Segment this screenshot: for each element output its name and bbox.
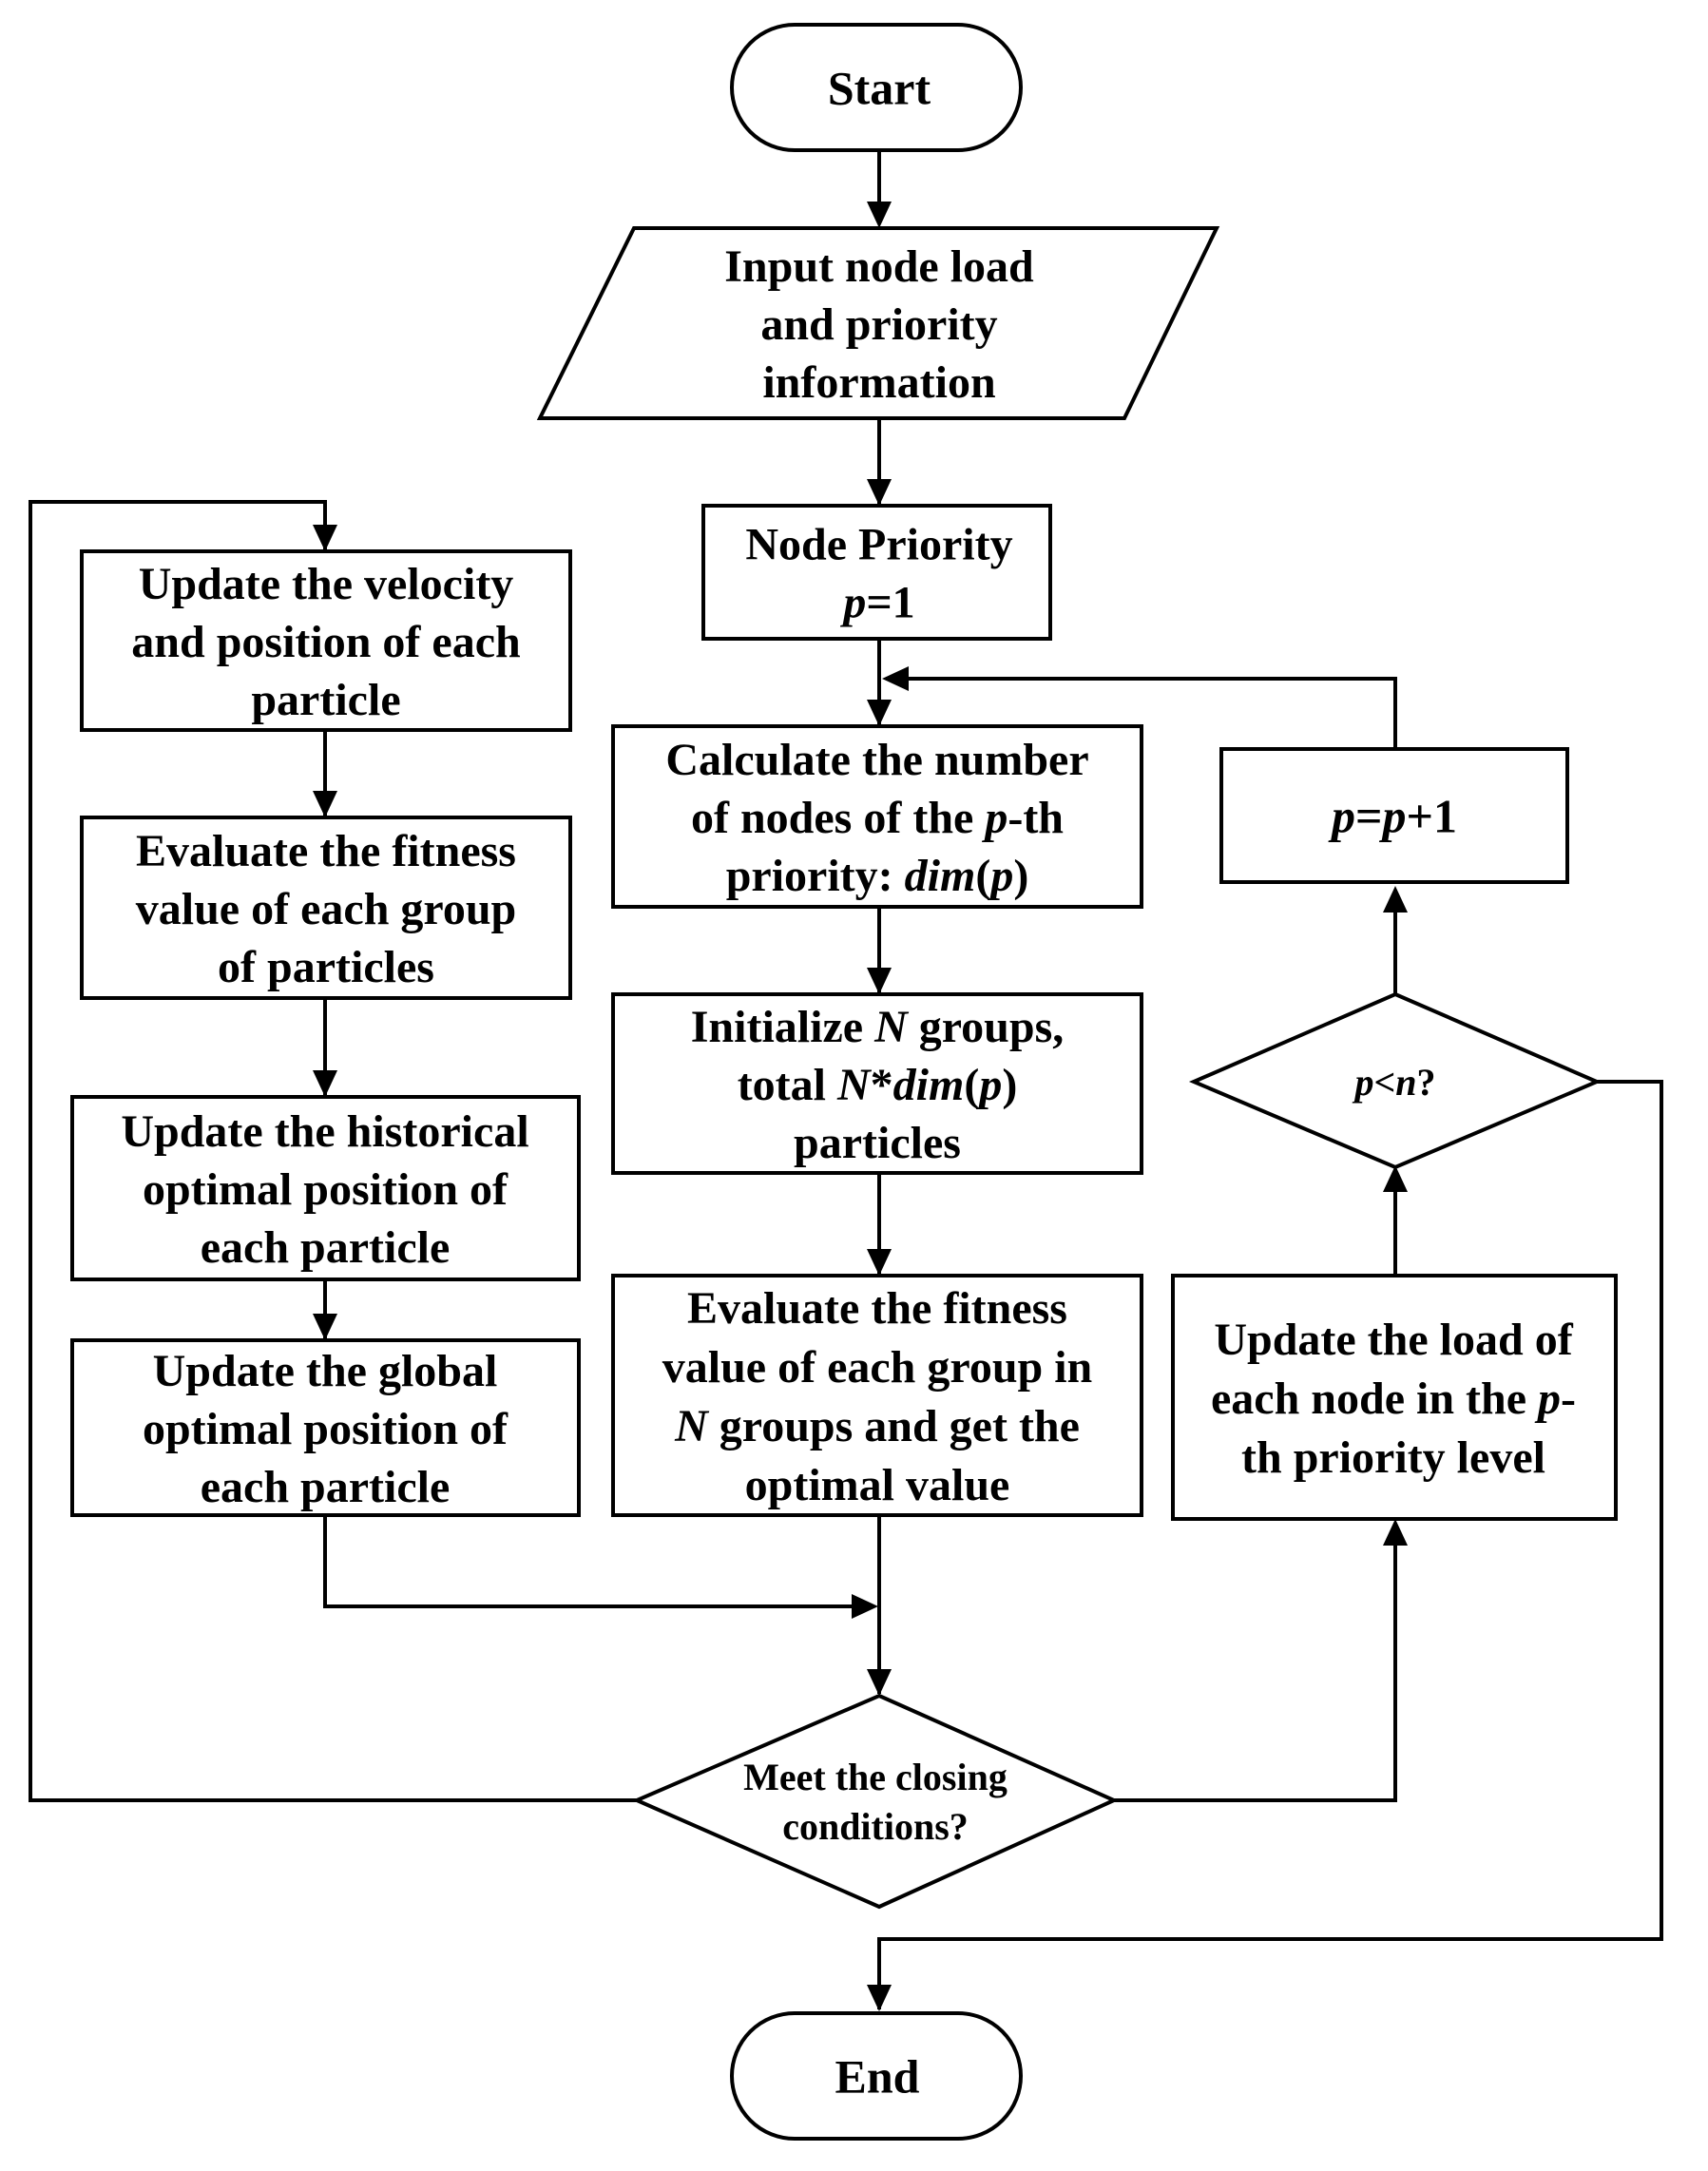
closing-label-line: conditions? <box>782 1805 969 1848</box>
update-load-label-line: th priority level <box>1241 1432 1545 1483</box>
calc-box <box>611 724 1143 909</box>
priority-box <box>701 504 1052 641</box>
update-velocity-label-line: Update the velocity <box>139 559 514 609</box>
init-box <box>611 992 1143 1175</box>
update-velocity-box <box>80 549 572 732</box>
init-label-line: total N*dim(p) <box>738 1060 1018 1110</box>
init-label-line: Initialize N groups, <box>691 1002 1065 1052</box>
eval-particles-label-line: of particles <box>218 942 434 992</box>
arrowheads <box>313 202 1408 2011</box>
arrowhead-input-priority <box>867 479 892 506</box>
edge-increment-loop <box>886 677 1397 749</box>
update-load-box <box>1171 1274 1618 1521</box>
eval-particles-box <box>80 816 572 1000</box>
edge-global-merge <box>323 1515 873 1608</box>
eval-groups-label-line: N groups and get the <box>674 1401 1080 1451</box>
eval-groups-label-line: Evaluate the fitness <box>687 1283 1067 1334</box>
eval-groups-label-line: value of each group in <box>662 1342 1092 1393</box>
calc-label-line: of nodes of the p-th <box>691 793 1064 843</box>
arrowhead-calc-init <box>867 968 892 994</box>
edge-closing-updateload <box>1114 1523 1397 1802</box>
calc-label-line: Calculate the number <box>665 735 1088 785</box>
arrowhead-increment-loop <box>882 666 909 691</box>
input-label-line: information <box>762 357 995 408</box>
start-label-line: Start <box>828 62 931 115</box>
eval-groups-box <box>611 1274 1143 1517</box>
arrowhead-evalp-historical <box>313 1070 337 1097</box>
input-label-line: Input node load <box>724 241 1034 292</box>
increment-label-line: p=p+1 <box>1328 790 1457 843</box>
closing-label-line: Meet the closing <box>743 1756 1008 1798</box>
update-global-box <box>70 1338 581 1517</box>
arrowhead-priority-calc <box>867 700 892 726</box>
arrowhead-pless-increment <box>1383 886 1408 913</box>
priority-label-line: Node Priority <box>745 519 1012 569</box>
input-parallelogram <box>536 226 1220 420</box>
update-global-label-line: optimal position of <box>143 1404 509 1454</box>
arrowhead-loop-velocity <box>313 525 337 551</box>
eval-particles-label-line: value of each group <box>136 884 516 934</box>
end-terminal <box>730 2011 1023 2141</box>
update-load-label-line: Update the load of <box>1214 1315 1573 1365</box>
arrowhead-init-eval <box>867 1249 892 1276</box>
arrowhead-start-input <box>867 202 892 228</box>
increment-box <box>1219 747 1569 884</box>
input-label-line: and priority <box>760 299 997 350</box>
update-global-label-line: each particle <box>201 1462 451 1512</box>
update-velocity-label-line: and position of each <box>131 617 520 667</box>
update-global-label-line: Update the global <box>153 1346 498 1396</box>
p-less-n-label-line: p<n? <box>1352 1061 1435 1104</box>
update-historical-label-line: Update the historical <box>121 1106 528 1157</box>
arrowhead-historical-global <box>313 1314 337 1340</box>
closing-decision <box>631 1693 1119 1910</box>
arrowhead-pless-end <box>867 1985 892 2011</box>
p-less-n-decision <box>1188 991 1602 1170</box>
init-label-line: particles <box>794 1118 961 1168</box>
calc-label-line: priority: dim(p) <box>726 851 1029 901</box>
end-label-line: End <box>835 2050 920 2104</box>
shapes <box>70 23 1618 2141</box>
arrowhead-updateload-pless <box>1383 1165 1408 1192</box>
arrowhead-velocity-evalp <box>313 791 337 817</box>
arrowhead-closing-updateload <box>1383 1519 1408 1546</box>
update-velocity-label-line: particle <box>251 675 400 725</box>
edge-closing-loop-left <box>29 500 637 1802</box>
update-load-label-line: each node in the p- <box>1211 1374 1576 1424</box>
start-terminal <box>730 23 1023 152</box>
update-historical-label-line: optimal position of <box>143 1164 509 1215</box>
update-historical-box <box>70 1095 581 1281</box>
arrowhead-eval-closing <box>867 1669 892 1696</box>
edge-pless-end <box>877 1080 1663 2009</box>
arrowhead-global-merge <box>852 1594 878 1619</box>
eval-groups-label-line: optimal value <box>745 1460 1010 1510</box>
priority-label-line: p=1 <box>839 577 914 627</box>
eval-particles-label-line: Evaluate the fitness <box>136 826 516 876</box>
update-historical-label-line: each particle <box>201 1222 451 1273</box>
